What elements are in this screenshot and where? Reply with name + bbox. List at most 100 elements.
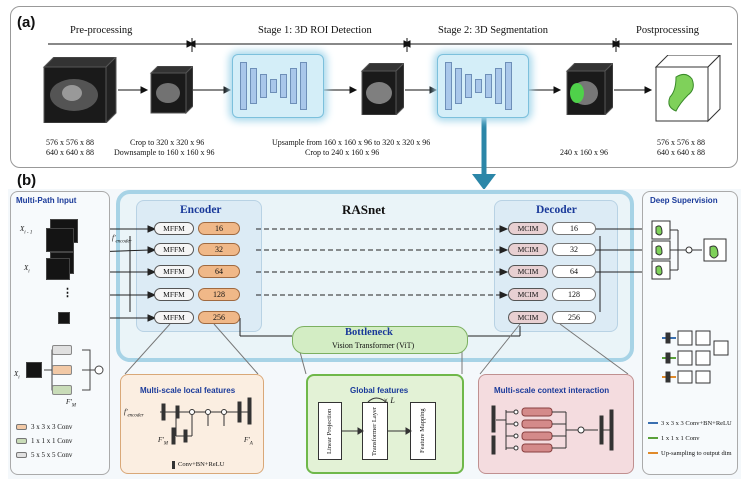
context-interaction-diagram <box>491 405 614 455</box>
input-dims-1: 576 x 576 x 88 <box>46 138 94 147</box>
decoder-title: Decoder <box>536 204 577 216</box>
legend-swatch-conv3 <box>16 424 27 430</box>
encoder-title: Encoder <box>180 204 222 216</box>
decoder-channels-5: 256 <box>552 311 596 324</box>
conv-bn-relu-glyph <box>172 461 175 469</box>
panel-a-connectors <box>48 38 732 190</box>
decoder-channels-4: 128 <box>552 288 596 301</box>
local-f-a-label: F'A <box>244 436 253 447</box>
bottleneck-subtitle: Vision Transformer (ViT) <box>332 341 415 350</box>
mffm-block-3: MFFM <box>154 265 194 278</box>
f-m-output-label: F'M <box>66 398 76 409</box>
unet-layer <box>240 62 247 110</box>
output-dims-1: 576 x 576 x 88 <box>657 138 705 147</box>
unet-layer <box>290 68 297 104</box>
input-slice-icon <box>46 228 74 252</box>
crop-caption-2: Downsample to 160 x 160 x 96 <box>114 148 215 157</box>
stage-segmentation: Stage 2: 3D Segmentation <box>438 25 548 36</box>
mcim-block-4: MCIM <box>508 288 548 301</box>
mcim-block-5: MCIM <box>508 311 548 324</box>
local-legend-label: Conv+BN+ReLU <box>178 461 225 468</box>
ellipsis-dots: ⋮ <box>62 287 73 299</box>
crop-caption-1: Crop to 320 x 320 x 96 <box>130 138 205 147</box>
deep-supervision-diagram <box>651 220 729 384</box>
stage-roi-detection: Stage 1: 3D ROI Detection <box>258 25 372 36</box>
decoder-channels-1: 16 <box>552 222 596 235</box>
local-features-title: Multi-scale local features <box>140 386 236 395</box>
legend-conv3-label: 3 x 3 x 3 Conv <box>31 423 73 431</box>
deep-supervision-title: Deep Supervision <box>650 196 718 205</box>
local-f-m-label: F'M <box>158 436 168 447</box>
input-dims-2: 640 x 640 x 88 <box>46 148 94 157</box>
unet-layer <box>505 62 512 110</box>
legend-conv5-label: 5 x 5 x 5 Conv <box>31 451 73 459</box>
mffm-block-2: MFFM <box>154 243 194 256</box>
input-ct-volume-icon <box>42 57 117 123</box>
legend-ds-conv1-label: 1 x 1 x 1 Conv <box>661 435 700 442</box>
legend-conv-bn-relu-label: 3 x 3 x 3 Conv+BN+ReLU <box>661 420 732 427</box>
unet-layer <box>455 68 462 104</box>
global-features-arrows <box>342 397 412 435</box>
unet-layer <box>495 68 502 104</box>
x-input-label: Xi <box>14 370 20 381</box>
output-mesh-volume-icon <box>654 55 721 123</box>
rasnet-title: RASnet <box>342 202 386 217</box>
roi-detection-network-icon <box>232 54 324 118</box>
stage-preprocessing: Pre-processing <box>70 25 133 36</box>
unet-layer <box>475 79 482 93</box>
x-i-label: Xi <box>24 264 30 275</box>
unet-layer <box>485 74 492 98</box>
encoder-channels-1: 16 <box>198 222 240 235</box>
encoder-channels-4: 128 <box>198 288 240 301</box>
local-f-encoder-label: f'encoder <box>124 408 144 419</box>
multi-path-title: Multi-Path Input <box>16 196 77 205</box>
feature-mapping-block: Feature Mapping <box>410 402 436 460</box>
mcim-block-1: MCIM <box>508 222 548 235</box>
encoder-channels-3: 64 <box>198 265 240 278</box>
global-features-title: Global features <box>350 386 409 395</box>
legend-swatch-conv5 <box>16 452 27 458</box>
conv5-block <box>52 345 72 355</box>
bottleneck-block <box>292 326 468 354</box>
segmented-volume-icon <box>565 63 613 115</box>
x-prev-label: Xi - 1 <box>20 225 33 236</box>
cropped-volume-icon <box>149 66 193 114</box>
unet-layer <box>250 68 257 104</box>
mcim-block-2: MCIM <box>508 243 548 256</box>
legend-line-upsampling <box>648 452 658 454</box>
input-slice-icon <box>58 312 70 324</box>
f-encoder-label: f'encoder <box>112 234 132 245</box>
mffm-block-5: MFFM <box>154 311 194 324</box>
unet-layer <box>465 74 472 98</box>
transformer-repeat-label: × L <box>383 396 395 405</box>
legend-line-conv1 <box>648 437 658 439</box>
decoder-channels-2: 32 <box>552 243 596 256</box>
mffm-block-1: MFFM <box>154 222 194 235</box>
decoder-channels-3: 64 <box>552 265 596 278</box>
unet-layer <box>270 79 277 93</box>
legend-line-conv-bn-relu <box>648 422 658 424</box>
panel-b-label: (b) <box>17 172 37 189</box>
input-slice-icon <box>26 362 42 378</box>
legend-conv1-label: 1 x 1 x 1 Conv <box>31 437 73 445</box>
mffm-block-4: MFFM <box>154 288 194 301</box>
seg-dims-caption: 240 x 160 x 96 <box>560 148 608 157</box>
encoder-channels-5: 256 <box>198 311 240 324</box>
unet-layer <box>260 74 267 98</box>
conv1-block <box>52 385 72 395</box>
upsample-caption-2: Crop to 240 x 160 x 96 <box>305 148 380 157</box>
conv3-block <box>52 365 72 375</box>
unet-layer <box>300 62 307 110</box>
encoder-channels-2: 32 <box>198 243 240 256</box>
segmentation-network-icon <box>437 54 529 118</box>
context-interaction-title: Multi-scale context interaction <box>494 386 610 395</box>
legend-swatch-conv1 <box>16 438 27 444</box>
unet-layer <box>280 74 287 98</box>
legend-upsampling-label: Up-sampling to output dim <box>661 450 732 457</box>
panel-a-label: (a) <box>17 14 36 31</box>
upsampled-volume-icon <box>360 63 404 115</box>
bottleneck-title: Bottleneck <box>345 327 393 338</box>
local-features-diagram <box>160 397 252 445</box>
input-slice-icon <box>46 258 70 280</box>
